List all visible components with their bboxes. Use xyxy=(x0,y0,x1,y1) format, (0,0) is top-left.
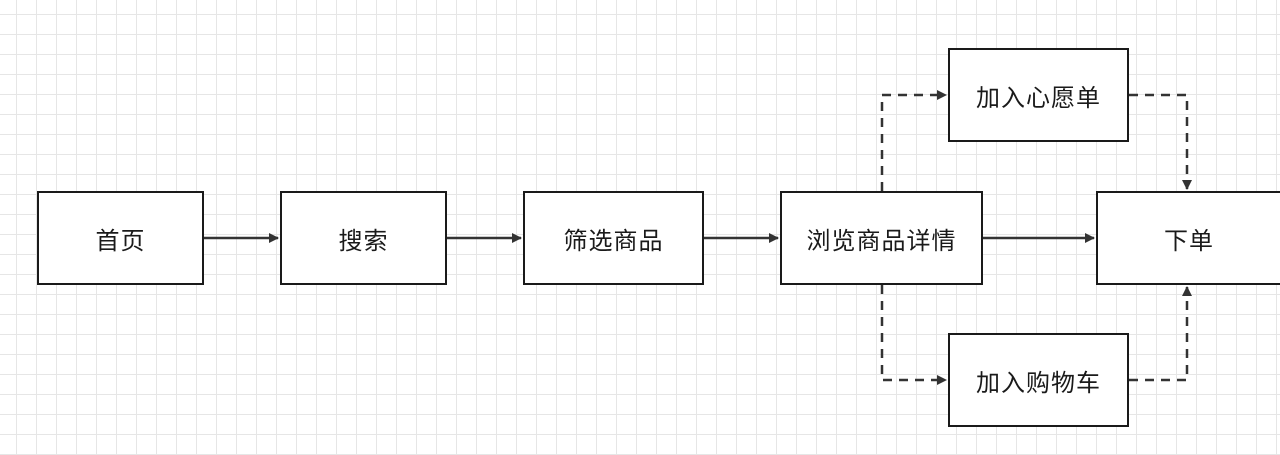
node-place-order[interactable]: 下单 xyxy=(1096,191,1280,285)
node-home-label: 首页 xyxy=(95,226,146,255)
node-place-order-label: 下单 xyxy=(1164,226,1214,255)
edge-browse-cart xyxy=(880,285,947,385)
node-home[interactable]: 首页 xyxy=(37,191,204,285)
edge-cart-order xyxy=(1129,286,1192,382)
node-search-label: 搜索 xyxy=(338,226,389,255)
edge-browse-wishlist xyxy=(880,90,947,191)
node-filter-products-label: 筛选商品 xyxy=(563,226,664,255)
node-filter-products[interactable]: 筛选商品 xyxy=(523,191,704,285)
node-add-to-cart[interactable]: 加入购物车 xyxy=(948,333,1129,427)
node-browse-product-details[interactable]: 浏览商品详情 xyxy=(780,191,983,285)
edge-wishlist-order xyxy=(1129,93,1192,190)
node-add-to-wishlist[interactable]: 加入心愿单 xyxy=(948,48,1129,142)
node-add-to-cart-label: 加入购物车 xyxy=(976,368,1101,397)
node-browse-product-details-label: 浏览商品详情 xyxy=(806,226,957,255)
node-search[interactable]: 搜索 xyxy=(280,191,447,285)
node-add-to-wishlist-label: 加入心愿单 xyxy=(976,83,1101,112)
